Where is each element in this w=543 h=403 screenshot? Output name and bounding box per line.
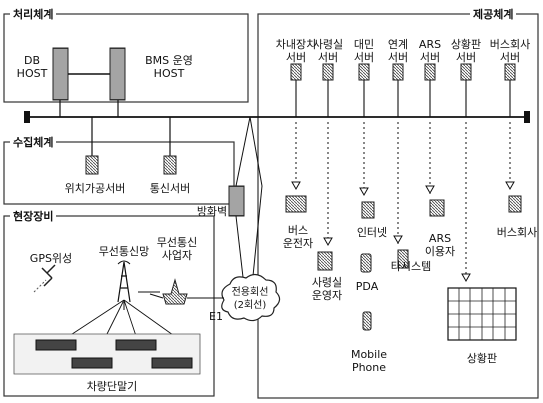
provision-servers-group xyxy=(291,64,515,282)
dedicated-line-label: 전용회선(2회선) xyxy=(224,286,276,312)
field-section-title: 현장장비 xyxy=(10,208,56,224)
bus-company-label: 버스회사 xyxy=(494,226,540,239)
gps-satellite-icon xyxy=(34,265,55,292)
wireless-operator-icon xyxy=(163,280,187,304)
link-arrow xyxy=(324,238,332,245)
provision-server-icon xyxy=(359,64,369,80)
pda-label: PDA xyxy=(352,280,382,293)
provision-server-icon xyxy=(425,64,435,80)
provision-server-icon xyxy=(323,64,333,80)
other-system-label: 타시스템 xyxy=(386,260,436,273)
db-host-device xyxy=(53,48,68,100)
link-arrow xyxy=(292,182,300,189)
link-arrow xyxy=(426,186,434,193)
link-arrow xyxy=(360,188,368,195)
road-and-vehicles xyxy=(14,334,200,374)
internet-label: 인터넷 xyxy=(350,226,394,239)
internet-icon xyxy=(362,202,374,218)
bms-host-device xyxy=(110,48,125,100)
vehicle-terminal-label: 차량단말기 xyxy=(72,380,152,393)
provision-server-icon xyxy=(461,64,471,80)
pda-icon xyxy=(361,254,371,272)
link-arrow xyxy=(462,274,470,281)
provision-server-icon xyxy=(505,64,515,80)
provision-server-label-line: 버스회사 xyxy=(484,38,536,51)
dispatch-operator-icon xyxy=(318,252,332,270)
status-board-label: 상황판 xyxy=(456,352,508,365)
firewall-link-b xyxy=(250,117,262,186)
comm-server-icon xyxy=(164,156,176,174)
location-server-icon xyxy=(86,156,98,174)
bus-driver-icon xyxy=(286,196,306,212)
firewall-link-a xyxy=(236,117,250,186)
collection-section-title: 수집체계 xyxy=(10,134,56,150)
provision-server-icon xyxy=(291,64,301,80)
gps-label: GPS위성 xyxy=(26,252,76,265)
link-arrow xyxy=(506,182,514,189)
e1-label: E1 xyxy=(206,310,226,323)
processing-section-title: 처리체계 xyxy=(10,6,56,22)
firewall-label: 방화벽 xyxy=(192,205,232,218)
link-arrow xyxy=(394,236,402,243)
provision-server-icon xyxy=(393,64,403,80)
firewall-link-c xyxy=(236,216,244,286)
ars-user-icon xyxy=(430,200,444,216)
status-board-icon xyxy=(448,288,516,340)
provision-section-title: 제공체계 xyxy=(470,6,516,22)
backbone-terminator-left xyxy=(24,111,30,123)
backbone-terminator-right xyxy=(524,111,530,123)
radio-tower-icon xyxy=(118,261,130,302)
bus-company-icon xyxy=(509,196,521,212)
location-server-label: 위치가공서버 xyxy=(60,182,130,195)
wireless-net-label: 무선통신망 xyxy=(92,245,156,258)
mobile-phone-icon xyxy=(363,312,371,330)
firewall-link-d xyxy=(252,186,262,286)
provision-server-label-line: 서버 xyxy=(484,51,536,64)
comm-server-label: 통신서버 xyxy=(142,182,198,195)
